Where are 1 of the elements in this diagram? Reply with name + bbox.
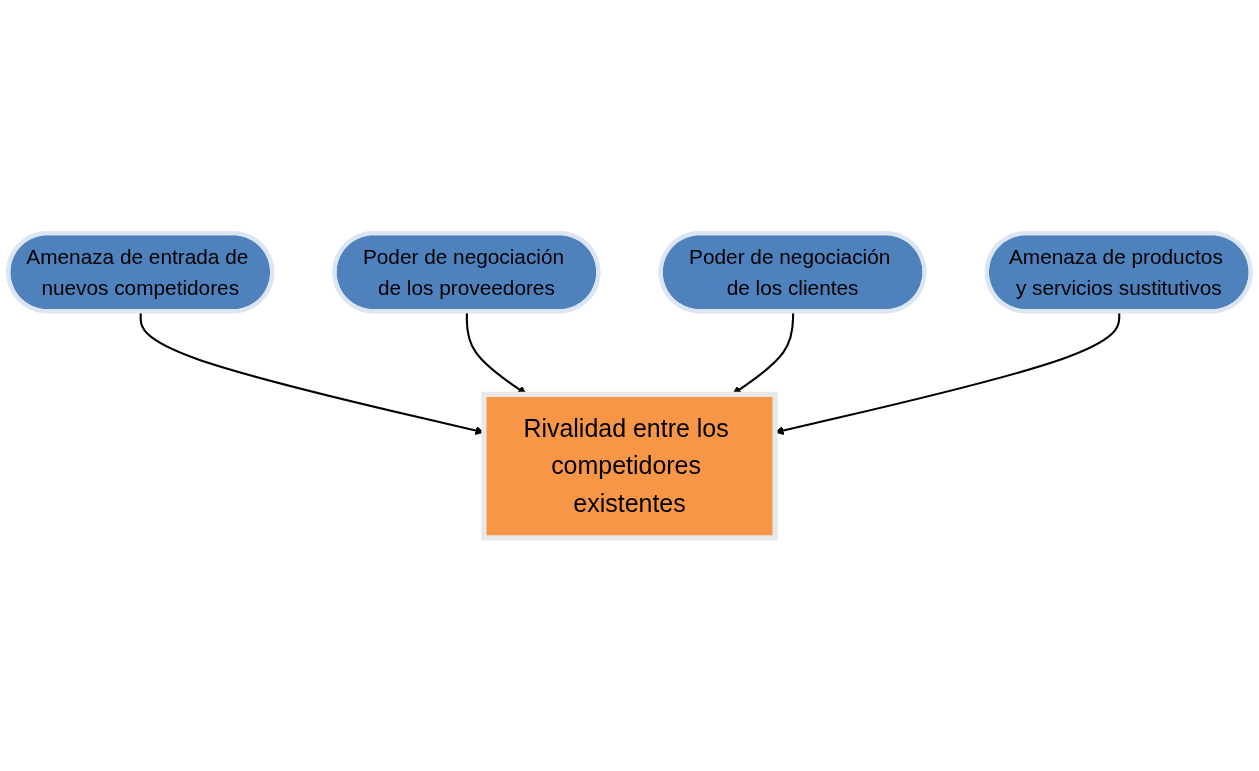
node-box: Rivalidad entre los competidores existentes (481, 391, 778, 541)
